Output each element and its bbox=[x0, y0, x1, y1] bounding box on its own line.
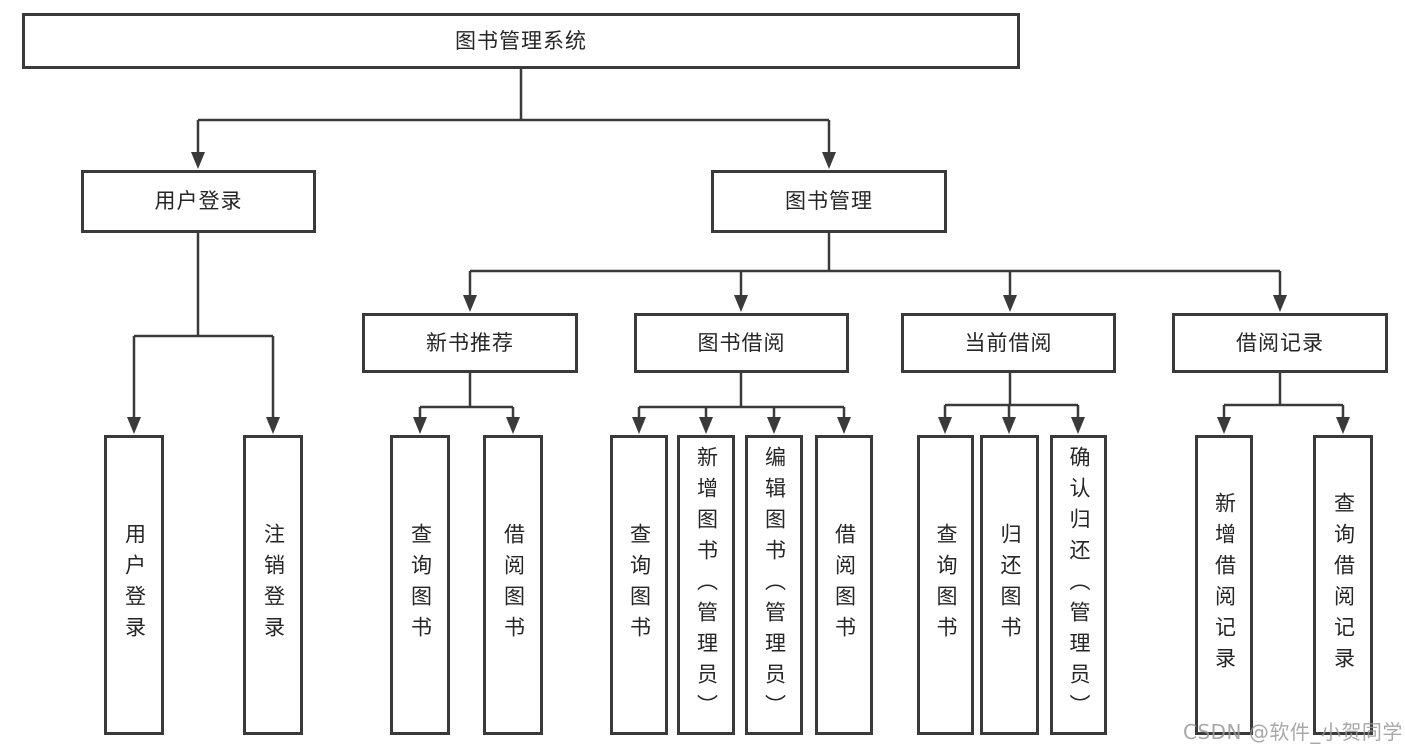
node-user-login: 用户登录 bbox=[81, 170, 316, 233]
leaf-query-books-newbooks: 查询图书 bbox=[390, 435, 450, 735]
leaf-query-borrow-record: 查询借阅记录 bbox=[1313, 435, 1373, 735]
leaf-return-books: 归还图书 bbox=[980, 435, 1039, 735]
csdn-watermark: CSDN @软件_小贺同学 bbox=[1183, 720, 1403, 744]
leaf-query-books-current: 查询图书 bbox=[917, 435, 974, 735]
leaf-query-books-borrowing: 查询图书 bbox=[610, 435, 668, 735]
leaf-add-borrow-record: 新增借阅记录 bbox=[1195, 435, 1253, 735]
leaf-borrow-books-borrowing: 借阅图书 bbox=[815, 435, 873, 735]
leaf-borrow-books-newbooks: 借阅图书 bbox=[483, 435, 543, 735]
connector-book-mgmt-children bbox=[463, 233, 1287, 312]
node-book-management: 图书管理 bbox=[711, 170, 947, 233]
node-current-borrowing: 当前借阅 bbox=[901, 313, 1116, 373]
connector-root-to-level2 bbox=[191, 69, 836, 169]
leaf-edit-books-admin: 编辑图书（管理员） bbox=[745, 435, 803, 735]
leaf-user-login: 用户登录 bbox=[104, 435, 164, 735]
node-borrowing-records: 借阅记录 bbox=[1172, 313, 1388, 373]
connector-current-borrow-children bbox=[938, 373, 1085, 434]
leaf-confirm-return-admin: 确认归还（管理员） bbox=[1050, 435, 1107, 735]
connector-borrow-records-children bbox=[1217, 373, 1350, 434]
connector-new-books-children bbox=[413, 373, 520, 434]
leaf-add-books-admin: 新增图书（管理员） bbox=[677, 435, 735, 735]
node-book-borrowing: 图书借阅 bbox=[634, 313, 849, 373]
node-new-book-recommendation: 新书推荐 bbox=[362, 313, 578, 373]
connector-user-login-children bbox=[127, 233, 280, 434]
connector-book-borrow-children bbox=[632, 373, 851, 434]
node-library-management-system: 图书管理系统 bbox=[22, 13, 1020, 69]
leaf-logout: 注销登录 bbox=[243, 435, 303, 735]
